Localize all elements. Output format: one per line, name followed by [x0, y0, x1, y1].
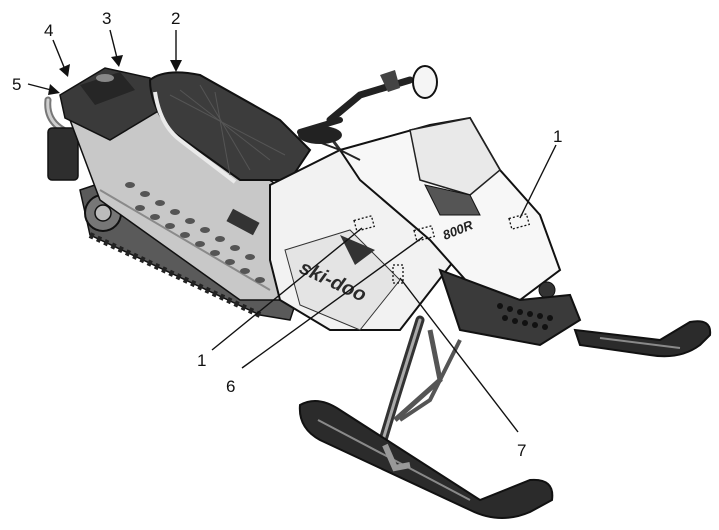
leader-lines — [27, 29, 557, 433]
decal-marker-side — [353, 215, 376, 232]
callout-2: 2 — [171, 9, 180, 28]
callout-1-bottom: 1 — [197, 351, 206, 370]
arrowhead-3 — [111, 55, 123, 67]
tunnel-side-panel — [69, 94, 301, 301]
leader-line-7 — [399, 277, 519, 433]
arrowhead-5 — [48, 84, 60, 95]
arrowheads — [48, 55, 182, 95]
decal-marker-7 — [392, 264, 404, 284]
hood: 800R — [298, 116, 562, 302]
decal-marker-hood — [508, 213, 531, 230]
right-ski — [573, 320, 712, 358]
leader-line-1b — [211, 227, 363, 351]
decal-markers — [353, 213, 531, 284]
callout-labels: 1 2 3 4 5 1 6 7 — [12, 9, 562, 460]
callout-1-top: 1 — [553, 127, 562, 146]
callout-6: 6 — [226, 377, 235, 396]
front-nose — [438, 268, 582, 347]
leader-line-1a — [519, 144, 557, 219]
arrowhead-2 — [170, 60, 182, 72]
arrowhead-4 — [59, 64, 70, 77]
callout-5: 5 — [12, 75, 21, 94]
callout-7: 7 — [517, 441, 526, 460]
rear-bumper — [44, 96, 99, 181]
left-ski — [298, 400, 554, 520]
leader-line-6 — [241, 236, 424, 369]
callout-4: 4 — [44, 21, 53, 40]
leader-line-4 — [52, 39, 67, 73]
seat — [148, 71, 312, 184]
callout-3: 3 — [102, 9, 111, 28]
front-suspension — [375, 315, 462, 455]
decal-marker-6 — [413, 225, 436, 242]
